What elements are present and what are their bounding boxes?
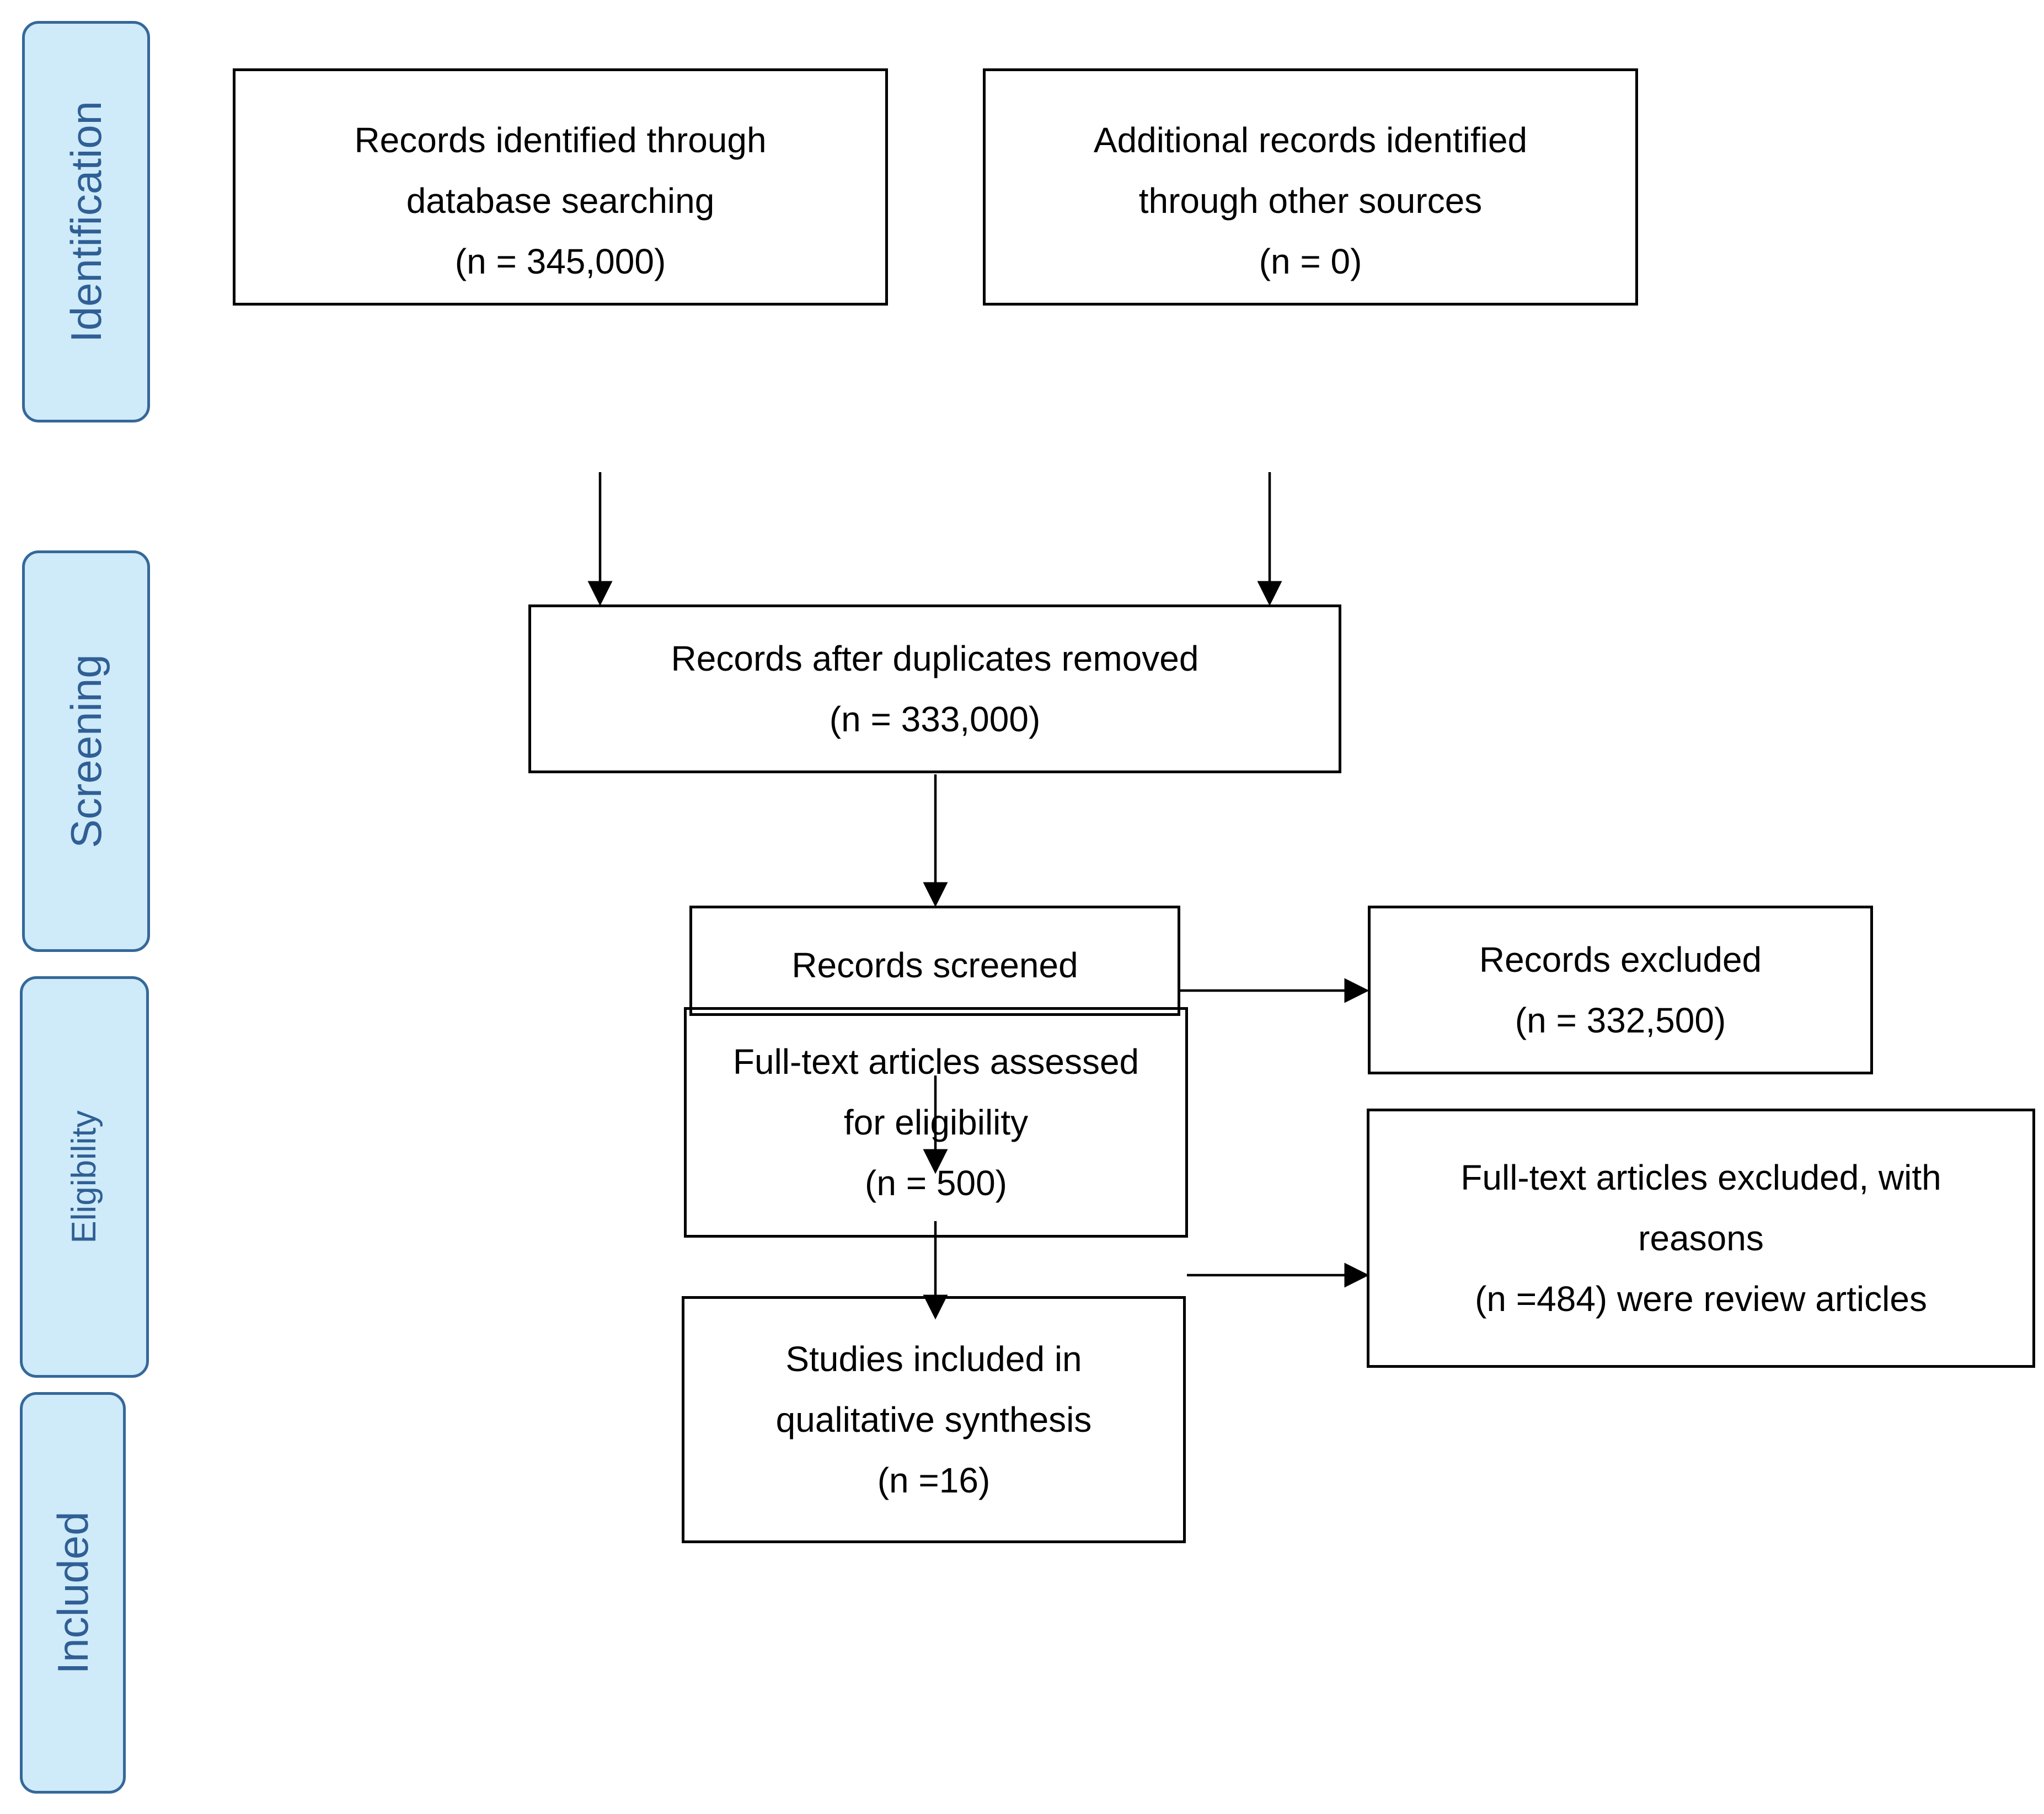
box-records-screened: Records screened <box>689 906 1180 1016</box>
fulltext-assessed-line1: Full-text articles assessed <box>732 1042 1139 1082</box>
database-search-line2: database searching <box>406 181 715 221</box>
box-duplicates-removed: Records after duplicates removed (n = 33… <box>528 604 1341 773</box>
fulltext-excluded-line2: reasons <box>1638 1218 1764 1258</box>
phase-identification: Identification <box>22 21 150 422</box>
box-records-excluded: Records excluded (n = 332,500) <box>1368 906 1873 1074</box>
phase-label-identification: Identification <box>62 101 110 343</box>
other-sources-count: (n = 0) <box>1259 242 1362 281</box>
studies-included-line2: qualitative synthesis <box>775 1400 1092 1440</box>
phase-screening: Screening <box>22 550 150 952</box>
box-database-search: Records identified through database sear… <box>233 68 888 306</box>
records-screened-label: Records screened <box>791 945 1078 985</box>
box-other-sources: Additional records identified through ot… <box>983 68 1638 306</box>
studies-included-count: (n =16) <box>877 1460 991 1500</box>
fulltext-excluded-reason: (n =484) were review articles <box>1475 1279 1927 1319</box>
studies-included-line1: Studies included in <box>785 1339 1082 1379</box>
other-sources-line1: Additional records identified <box>1093 120 1528 160</box>
fulltext-assessed-count: (n = 500) <box>865 1163 1007 1203</box>
box-fulltext-excluded: Full-text articles excluded, with reason… <box>1367 1109 2035 1368</box>
duplicates-removed-line1: Records after duplicates removed <box>671 639 1199 678</box>
records-excluded-label: Records excluded <box>1479 940 1762 980</box>
phase-label-eligibility: Eligibility <box>65 1110 103 1244</box>
phase-label-screening: Screening <box>62 654 110 848</box>
phase-included: Included <box>20 1392 126 1794</box>
box-studies-included: Studies included in qualitative synthesi… <box>682 1296 1186 1543</box>
other-sources-line2: through other sources <box>1138 181 1483 221</box>
phase-label-included: Included <box>49 1511 97 1674</box>
duplicates-removed-count: (n = 333,000) <box>829 699 1041 739</box>
phase-eligibility: Eligibility <box>20 976 149 1378</box>
fulltext-excluded-line1: Full-text articles excluded, with <box>1460 1158 1941 1197</box>
box-fulltext-assessed: Full-text articles assessed for eligibil… <box>684 1007 1188 1238</box>
database-search-line1: Records identified through <box>354 120 767 160</box>
fulltext-assessed-line2: for eligibility <box>843 1103 1029 1142</box>
database-search-count: (n = 345,000) <box>454 242 666 281</box>
records-excluded-count: (n = 332,500) <box>1515 1000 1726 1040</box>
